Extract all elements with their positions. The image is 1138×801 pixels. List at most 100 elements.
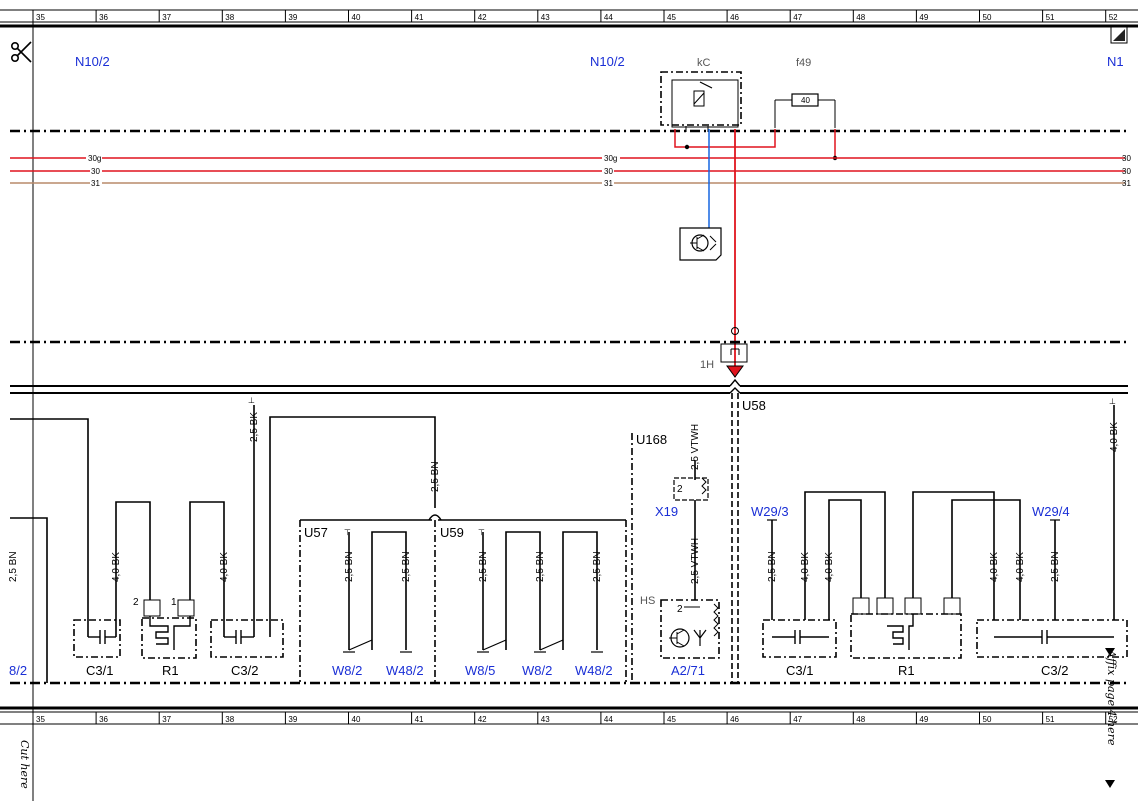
top-ruler-number: 42 bbox=[478, 13, 487, 22]
bottom-ruler-number: 38 bbox=[225, 715, 234, 724]
affix-arrow-icon bbox=[1105, 780, 1115, 788]
wire-label-vtwh-bot: 2,5 VTWH bbox=[690, 538, 701, 584]
r1-left-label: R1 bbox=[162, 663, 179, 678]
right-wiring bbox=[771, 405, 1115, 620]
x19-label: X19 bbox=[655, 504, 678, 519]
r1-right-label: R1 bbox=[898, 663, 915, 678]
c3-2-right-label: C3/2 bbox=[1041, 663, 1068, 678]
x19-pin-label: 2 bbox=[677, 484, 683, 495]
connector-x19 bbox=[673, 460, 709, 600]
wire-label-bk40-r4: 4,0 BK bbox=[1015, 552, 1026, 582]
wire-label-bk40-a: 4,0 BK bbox=[111, 552, 122, 582]
pin-2-label: 2 bbox=[133, 597, 139, 608]
fuse-value: 40 bbox=[801, 96, 810, 105]
wire-label-bn25-u57a: 2,5 BN bbox=[344, 551, 355, 582]
bottom-ruler bbox=[0, 706, 1138, 725]
wire-label-bn25-u59b: 2,5 BN bbox=[535, 551, 546, 582]
top-ruler-number: 49 bbox=[919, 13, 928, 22]
connector-1h bbox=[720, 327, 748, 363]
bus-30g-label-right: 30 bbox=[1122, 154, 1131, 163]
wire-label-bk40-r3: 4,0 BK bbox=[989, 552, 1000, 582]
wire-label-bn25-mid: 2,5 BN bbox=[430, 461, 441, 492]
top-ruler-number: 51 bbox=[1046, 13, 1055, 22]
n10-right-label: N1 bbox=[1107, 54, 1124, 69]
affix-page-note: Affix page 4 here bbox=[1105, 649, 1118, 746]
wire-label-bn25-w29-4: 2,5 BN bbox=[1050, 551, 1061, 582]
bus-30-label-right: 30 bbox=[1122, 167, 1131, 176]
kc-label: kC bbox=[697, 57, 711, 69]
top-ruler-number: 37 bbox=[162, 13, 171, 22]
ground-w8-5-label: W8/5 bbox=[465, 663, 495, 678]
junction-dot bbox=[684, 144, 690, 150]
triangle-arrow-icon bbox=[726, 365, 744, 378]
f49-label: f49 bbox=[796, 57, 811, 69]
c3-2-left-label: C3/2 bbox=[231, 663, 258, 678]
top-ruler-number: 43 bbox=[541, 13, 550, 22]
antenna-amplifier-a2-71 bbox=[660, 599, 720, 659]
resistor-r1-left bbox=[141, 599, 197, 659]
wire-label-bk40-r2: 4,0 BK bbox=[824, 552, 835, 582]
c3-1-right-label: C3/1 bbox=[786, 663, 813, 678]
wire-label-bn-cut-left: 2,5 BN bbox=[8, 551, 19, 582]
cut-here-note: Cut here bbox=[18, 740, 31, 789]
harness-double-line bbox=[10, 378, 1128, 394]
module-u59-label: U59 bbox=[440, 525, 464, 540]
top-ruler-number: 45 bbox=[667, 13, 676, 22]
wire-junction-hop bbox=[428, 514, 442, 521]
bus-30-label: 30 bbox=[91, 167, 100, 176]
bottom-ruler-number: 52 bbox=[1109, 715, 1118, 724]
wire-label-bn25-u59c: 2,5 BN bbox=[592, 551, 603, 582]
top-ruler-number: 40 bbox=[352, 13, 361, 22]
capacitor-c3-2-right bbox=[976, 619, 1128, 658]
wire-label-bn25-u57b: 2,5 BN bbox=[401, 551, 412, 582]
wire-label-bk40-right-top: 4,0 BK bbox=[1109, 422, 1120, 452]
top-ruler-number: 39 bbox=[288, 13, 297, 22]
bottom-ruler-number: 49 bbox=[919, 715, 928, 724]
pin-1-label: 1 bbox=[171, 597, 177, 608]
capacitor-c3-1-left bbox=[73, 619, 121, 658]
left-cut-label: 8/2 bbox=[9, 663, 27, 678]
u58-divider bbox=[731, 393, 739, 683]
top-ruler-number: 44 bbox=[604, 13, 613, 22]
connector-1h-label: 1H bbox=[700, 359, 714, 371]
bottom-ruler-number: 45 bbox=[667, 715, 676, 724]
bottom-ruler-number: 43 bbox=[541, 715, 550, 724]
ground-symbol: ⊥ bbox=[1109, 397, 1116, 406]
top-ruler bbox=[0, 9, 1138, 28]
wire-label-bk40-r1: 4,0 BK bbox=[800, 552, 811, 582]
ground-w48-2-a-label: W48/2 bbox=[386, 663, 424, 678]
bus-31-label: 31 bbox=[91, 179, 100, 188]
affix-arrow-icon bbox=[1105, 648, 1115, 656]
c3-1-left-label: C3/1 bbox=[86, 663, 113, 678]
ground-symbol: ⊥ bbox=[248, 396, 255, 405]
bottom-ruler-number: 37 bbox=[162, 715, 171, 724]
a2-71-label: A2/71 bbox=[671, 663, 705, 678]
top-ruler-number: 52 bbox=[1109, 13, 1118, 22]
ground-symbol: ⊤ bbox=[344, 528, 351, 537]
top-ruler-number: 50 bbox=[983, 13, 992, 22]
wire-label-bn25-u59a: 2,5 BN bbox=[478, 551, 489, 582]
module-hs-label: HS bbox=[640, 595, 655, 607]
a271-pin-label: 2 bbox=[677, 604, 683, 615]
w29-4-label: W29/4 bbox=[1032, 504, 1070, 519]
bus-31-label-right: 31 bbox=[1122, 179, 1131, 188]
bottom-ruler-number: 36 bbox=[99, 715, 108, 724]
n10-mid-label: N10/2 bbox=[590, 54, 625, 69]
capacitor-c3-1-right bbox=[762, 619, 837, 658]
ground-w8-2-b-label: W8/2 bbox=[522, 663, 552, 678]
transistor-sensor bbox=[679, 227, 722, 261]
bottom-ruler-number: 48 bbox=[856, 715, 865, 724]
page-corner-icon bbox=[1110, 26, 1128, 44]
top-ruler-number: 38 bbox=[225, 13, 234, 22]
relay-red-wiring bbox=[674, 129, 836, 158]
wire-label-bk40-b: 4,0 BK bbox=[219, 552, 230, 582]
capacitor-c3-2-left bbox=[210, 619, 284, 658]
top-ruler-number: 48 bbox=[856, 13, 865, 22]
top-ruler-number: 35 bbox=[36, 13, 45, 22]
module-u57 bbox=[299, 520, 627, 683]
scissors-icon bbox=[11, 41, 32, 63]
bottom-ruler-number: 51 bbox=[1046, 715, 1055, 724]
top-ruler-number: 41 bbox=[415, 13, 424, 22]
